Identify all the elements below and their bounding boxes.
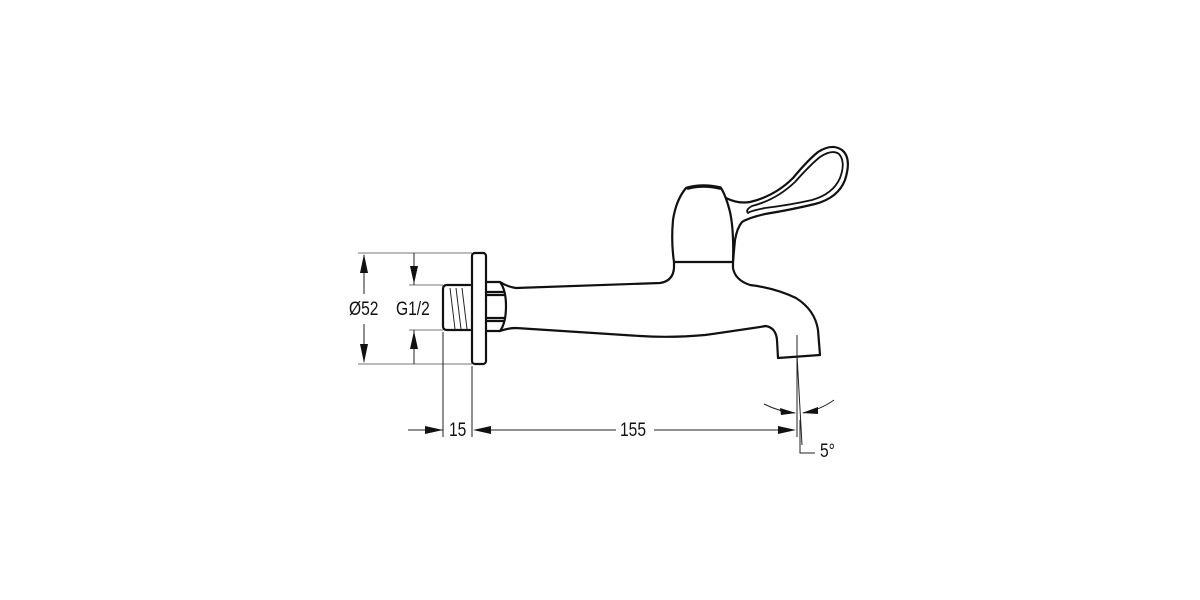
lever-handle: [724, 145, 849, 264]
dimension-spout-angle: [763, 335, 835, 454]
threaded-connector: [441, 283, 472, 332]
dimension-flange-diameter: [358, 252, 472, 365]
dimension-horizontal: [408, 332, 796, 437]
projection-label: 155: [620, 420, 646, 441]
spout-angle-label: 5°: [820, 441, 835, 462]
dimension-thread: [409, 253, 443, 364]
tap-body: [441, 145, 849, 366]
thread-size-label: G1/2: [396, 299, 430, 320]
thread-length-label: 15: [449, 420, 467, 441]
wall-flange: [470, 251, 488, 366]
spout: [498, 260, 822, 360]
valve-bonnet: [671, 184, 735, 264]
hex-nut: [484, 280, 508, 333]
flange-diameter-label: Ø52: [349, 299, 379, 320]
